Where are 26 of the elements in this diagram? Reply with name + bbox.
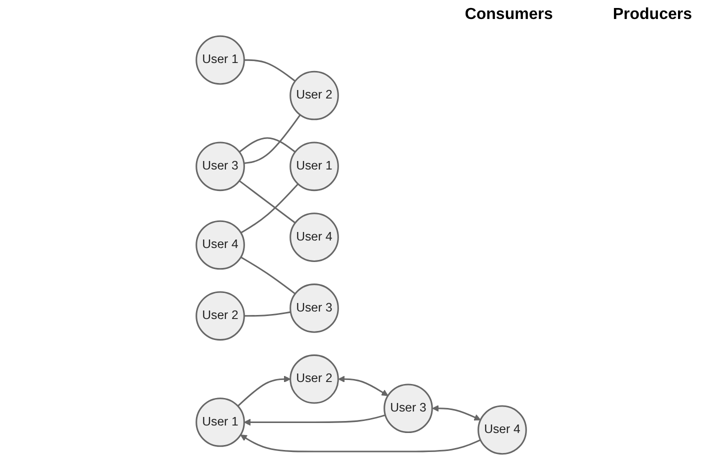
node-circle: User 3 <box>289 284 339 333</box>
arrow <box>338 376 388 396</box>
node-circle: User 1 <box>195 35 245 85</box>
connector <box>244 59 296 82</box>
node-circle: User 2 <box>195 291 245 341</box>
node-circle: User 1 <box>289 142 339 192</box>
arrow <box>244 414 386 426</box>
node-circle: User 2 <box>289 354 339 404</box>
arrow <box>240 434 481 452</box>
column-heading: Consumers <box>464 6 553 25</box>
node-circle: User 3 <box>195 142 245 192</box>
connector <box>240 183 298 234</box>
connector <box>244 311 291 317</box>
arrow <box>237 376 290 407</box>
arrow <box>432 404 481 420</box>
node-circle: User 1 <box>195 398 245 447</box>
node-circle: User 4 <box>477 405 527 455</box>
column-heading: Producers <box>612 6 692 25</box>
connector <box>238 137 296 153</box>
node-circle: User 3 <box>383 384 433 434</box>
connector <box>240 256 296 294</box>
node-circle: User 2 <box>289 70 339 120</box>
node-circle: User 4 <box>195 220 245 270</box>
node-circle: User 4 <box>289 212 339 262</box>
connector <box>238 180 296 224</box>
connector <box>244 114 301 164</box>
